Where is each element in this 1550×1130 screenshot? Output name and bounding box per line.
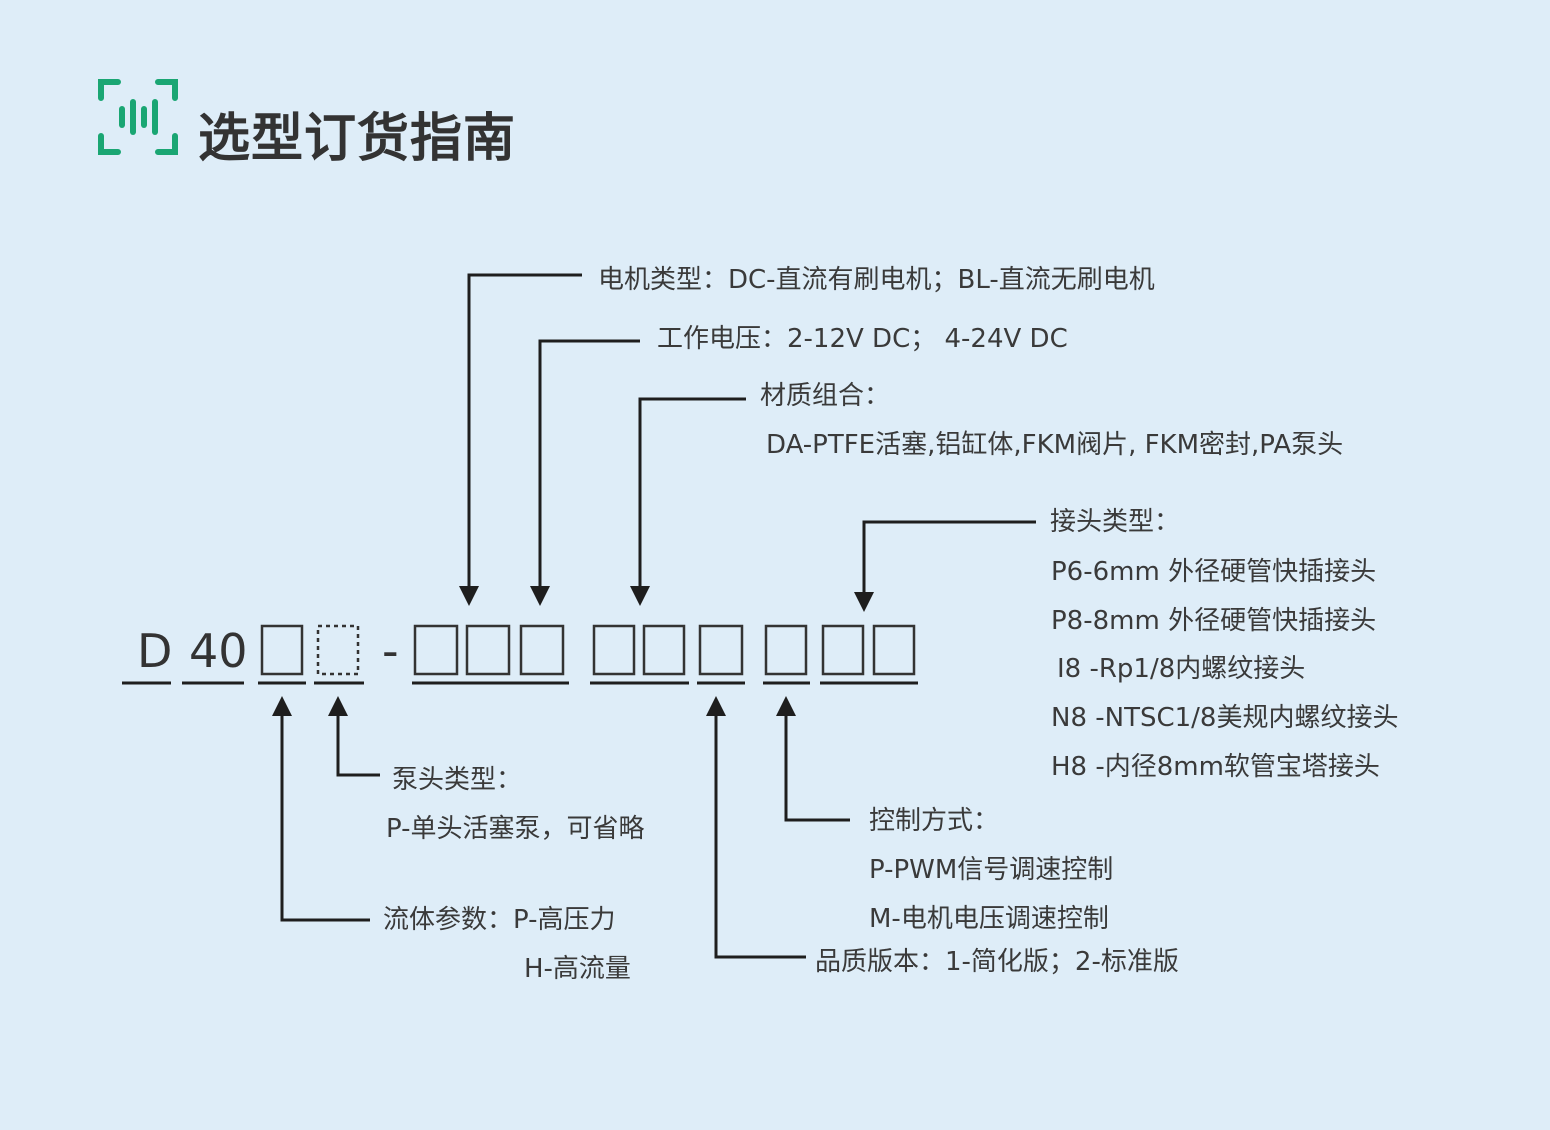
pump-head-title: 泵头类型： <box>392 765 523 795</box>
control-item: P-PWM信号调速控制 <box>869 855 1114 885</box>
code-box-connector-1 <box>821 624 865 676</box>
code-box-control <box>764 624 808 676</box>
material-title: 材质组合： <box>760 381 891 411</box>
fluid-param-value: H-高流量 <box>524 954 631 984</box>
connector-item: N8 -NTSC1/8美规内螺纹接头 <box>1051 703 1399 733</box>
code-box-fluid <box>260 624 304 676</box>
quality-label: 品质版本：1-简化版；2-标准版 <box>815 947 1179 977</box>
material-value: DA-PTFE活塞,铝缸体,FKM阀片, FKM密封,PA泵头 <box>766 430 1344 460</box>
connector-title: 接头类型： <box>1050 507 1181 537</box>
code-box-pump-head <box>316 624 360 676</box>
pump-head-value: P-单头活塞泵，可省略 <box>386 814 645 844</box>
code-box-material-2 <box>642 624 686 676</box>
code-box-quality <box>698 624 744 676</box>
control-title: 控制方式： <box>869 806 1000 836</box>
control-item: M-电机电压调速控制 <box>869 904 1109 934</box>
motor-type-label: 电机类型：DC-直流有刷电机；BL-直流无刷电机 <box>598 265 1155 295</box>
fluid-param-title: 流体参数：P-高压力 <box>383 905 616 935</box>
code-box-voltage <box>519 624 565 676</box>
voltage-label: 工作电压：2-12V DC； 4-24V DC <box>657 324 1068 354</box>
scan-barcode-icon <box>98 79 178 155</box>
connector-item: I8 -Rp1/8内螺纹接头 <box>1057 654 1306 684</box>
code-box-motor-1 <box>413 624 459 676</box>
code-prefix-d: D <box>137 624 173 678</box>
code-dash: - <box>382 624 399 678</box>
code-box-material-1 <box>592 624 636 676</box>
code-box-motor-2 <box>465 624 511 676</box>
code-box-connector-2 <box>872 624 916 676</box>
connector-item: P8-8mm 外径硬管快插接头 <box>1051 606 1377 636</box>
connector-item: P6-6mm 外径硬管快插接头 <box>1051 557 1377 587</box>
page-title: 选型订货指南 <box>198 109 517 169</box>
connector-item: H8 -内径8mm软管宝塔接头 <box>1051 752 1380 782</box>
code-prefix-40: 40 <box>189 624 248 678</box>
